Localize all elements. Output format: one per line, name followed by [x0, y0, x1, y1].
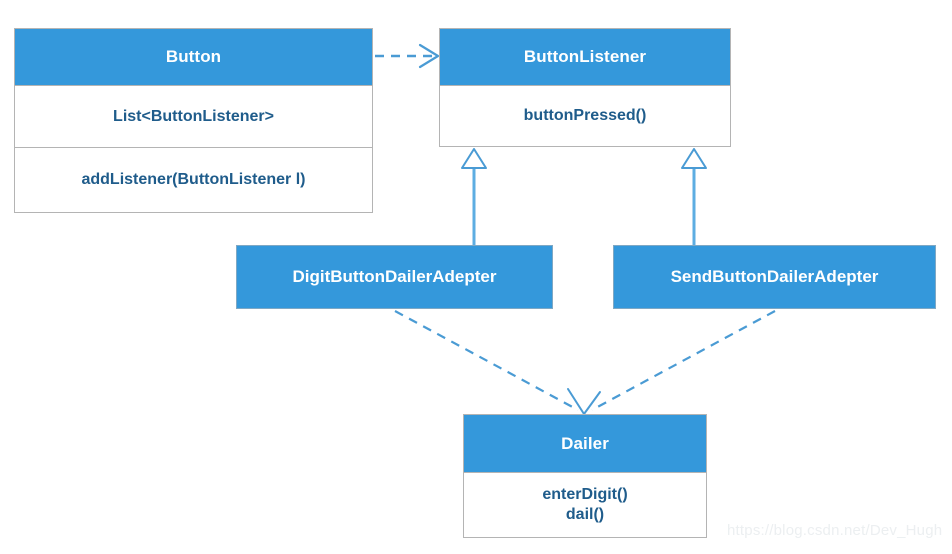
hollow-triangle-arrowhead — [461, 148, 487, 169]
attribute-item: List<ButtonListener> — [113, 107, 274, 125]
edge-send-adepter-depends-dailer — [591, 310, 776, 411]
uml-class-button-listener[interactable]: ButtonListener buttonPressed() — [439, 28, 731, 147]
operations-compartment-dailer: enterDigit() dail() — [464, 472, 706, 537]
edge-digit-adepter-implements-buttonlistener — [461, 148, 487, 245]
dependency-line — [591, 310, 776, 411]
operations-compartment-button-listener: buttonPressed() — [440, 85, 730, 146]
class-name-button: Button — [15, 29, 372, 85]
watermark: https://blog.csdn.net/Dev_Hugh — [727, 522, 943, 539]
operation-item: dail() — [565, 506, 605, 523]
class-name-send-button-dailer-adepter: SendButtonDailerAdepter — [670, 267, 879, 286]
edge-button-depends-buttonlistener — [375, 43, 440, 69]
operations-compartment-button: addListener(ButtonListener l) — [15, 147, 372, 212]
class-name-digit-button-dailer-adepter: DigitButtonDailerAdepter — [292, 267, 497, 286]
open-arrowhead — [567, 388, 601, 415]
operation-item: buttonPressed() — [523, 107, 647, 124]
dependency-line — [394, 310, 579, 411]
edge-digit-adepter-depends-dailer — [394, 310, 601, 415]
attributes-compartment-button: List<ButtonListener> — [15, 85, 372, 147]
operation-item: addListener(ButtonListener l) — [81, 171, 306, 188]
uml-class-button[interactable]: Button List<ButtonListener> addListener(… — [14, 28, 373, 213]
open-arrowhead — [418, 43, 440, 69]
class-name-dailer: Dailer — [464, 415, 706, 472]
uml-class-send-button-dailer-adepter[interactable]: SendButtonDailerAdepter — [613, 245, 936, 309]
uml-class-digit-button-dailer-adepter[interactable]: DigitButtonDailerAdepter — [236, 245, 553, 309]
class-name-button-listener: ButtonListener — [440, 29, 730, 85]
uml-class-dailer[interactable]: Dailer enterDigit() dail() — [463, 414, 707, 538]
hollow-triangle-arrowhead — [681, 148, 707, 169]
operation-item: enterDigit() — [542, 486, 628, 503]
edge-send-adepter-implements-buttonlistener — [681, 148, 707, 245]
